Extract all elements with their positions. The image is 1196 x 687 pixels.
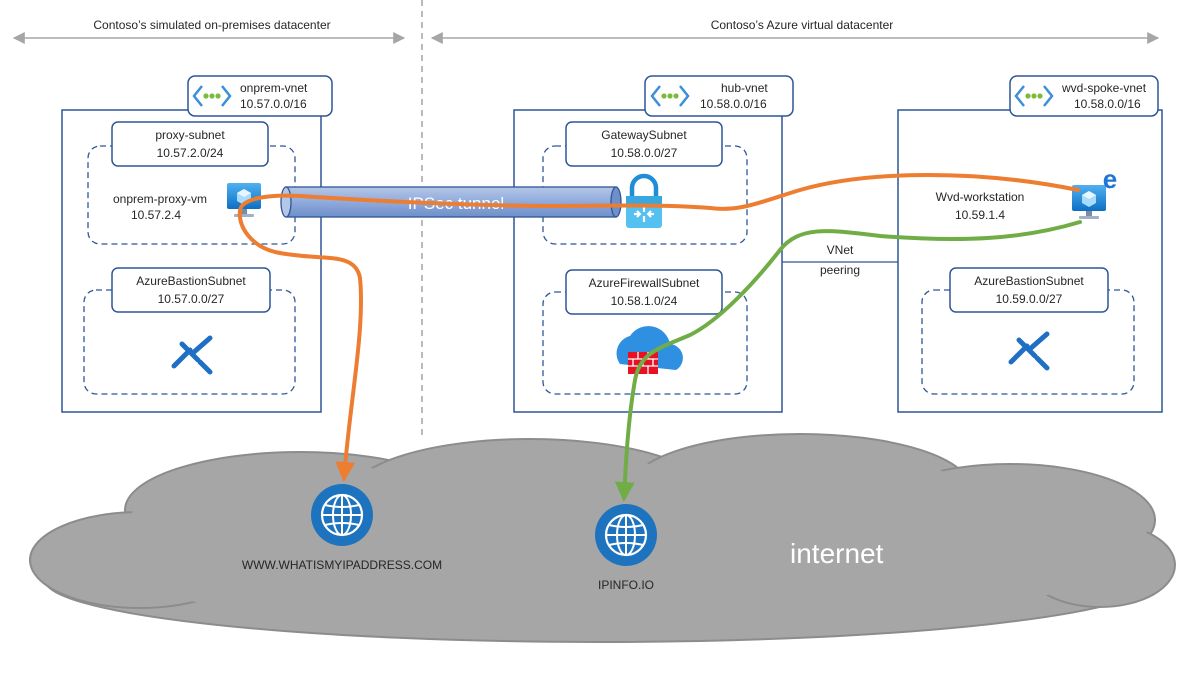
onprem-bastion-subnet-label: AzureBastionSubnet 10.57.0.0/27 bbox=[111, 267, 271, 313]
globe-icon bbox=[593, 502, 659, 568]
svg-text:10.57.2.0/24: 10.57.2.0/24 bbox=[157, 146, 224, 160]
onprem-vnet-label: onprem-vnet 10.57.0.0/16 bbox=[187, 75, 333, 117]
svg-text:onprem-proxy-vm: onprem-proxy-vm bbox=[113, 192, 207, 206]
svg-text:AzureFirewallSubnet: AzureFirewallSubnet bbox=[589, 276, 700, 290]
spoke-bastion-subnet-label: AzureBastionSubnet 10.59.0.0/27 bbox=[949, 267, 1109, 313]
site-ipinfo: IPINFO.IO bbox=[598, 578, 654, 592]
svg-text:Wvd-workstation: Wvd-workstation bbox=[936, 190, 1025, 204]
svg-text:10.58.0.0/16: 10.58.0.0/16 bbox=[700, 97, 767, 111]
region-label-onprem: Contoso’s simulated on-premises datacent… bbox=[12, 14, 406, 44]
workstation-vm-label: Wvd-workstation 10.59.1.4 bbox=[936, 190, 1025, 222]
svg-text:onprem-vnet: onprem-vnet bbox=[240, 81, 308, 95]
proxy-subnet-label: proxy-subnet 10.57.2.0/24 bbox=[111, 121, 269, 167]
svg-text:10.58.0.0/27: 10.58.0.0/27 bbox=[611, 146, 678, 160]
vnet-icon bbox=[188, 80, 236, 112]
svg-text:proxy-subnet: proxy-subnet bbox=[155, 128, 225, 142]
svg-text:10.58.1.0/24: 10.58.1.0/24 bbox=[611, 294, 678, 308]
vnet-peering: VNet peering bbox=[782, 243, 898, 277]
svg-text:AzureBastionSubnet: AzureBastionSubnet bbox=[136, 274, 246, 288]
svg-text:GatewaySubnet: GatewaySubnet bbox=[601, 128, 687, 142]
svg-text:10.58.0.0/16: 10.58.0.0/16 bbox=[1074, 97, 1141, 111]
orange-traffic-path bbox=[237, 173, 1080, 482]
internet-label: internet bbox=[790, 538, 884, 569]
svg-text:10.59.1.4: 10.59.1.4 bbox=[955, 208, 1005, 222]
svg-text:AzureBastionSubnet: AzureBastionSubnet bbox=[974, 274, 1084, 288]
internet-cloud bbox=[29, 433, 1176, 643]
globe-icon bbox=[309, 482, 375, 548]
site-whatismyipaddress: WWW.WHATISMYIPADDRESS.COM bbox=[242, 558, 442, 572]
svg-text:10.59.0.0/27: 10.59.0.0/27 bbox=[996, 292, 1063, 306]
green-traffic-path bbox=[614, 220, 1082, 502]
spoke-vnet-box bbox=[897, 109, 1163, 413]
svg-text:VNet: VNet bbox=[827, 243, 854, 257]
firewall-subnet-label: AzureFirewallSubnet 10.58.1.0/24 bbox=[565, 269, 723, 315]
proxy-vm-label: onprem-proxy-vm 10.57.2.4 bbox=[113, 192, 207, 222]
svg-text:10.57.0.0/16: 10.57.0.0/16 bbox=[240, 97, 307, 111]
hub-vnet-label: hub-vnet 10.58.0.0/16 bbox=[644, 75, 794, 117]
vnet-icon bbox=[646, 80, 694, 112]
vnet-icon bbox=[1010, 80, 1058, 112]
svg-text:peering: peering bbox=[820, 263, 860, 277]
svg-text:10.57.0.0/27: 10.57.0.0/27 bbox=[158, 292, 225, 306]
svg-text:wvd-spoke-vnet: wvd-spoke-vnet bbox=[1061, 81, 1147, 95]
spoke-vnet-label: wvd-spoke-vnet 10.58.0.0/16 bbox=[1009, 75, 1159, 117]
svg-text:e: e bbox=[1103, 164, 1117, 194]
svg-text:hub-vnet: hub-vnet bbox=[721, 81, 768, 95]
region-label-azure: Contoso’s Azure virtual datacenter bbox=[430, 14, 1160, 44]
svg-text:Contoso’s simulated on-premise: Contoso’s simulated on-premises datacent… bbox=[93, 18, 330, 32]
edge-icon: e bbox=[1103, 164, 1117, 194]
svg-text:10.57.2.4: 10.57.2.4 bbox=[131, 208, 181, 222]
gateway-subnet-label: GatewaySubnet 10.58.0.0/27 bbox=[565, 121, 723, 167]
svg-text:Contoso’s Azure virtual datace: Contoso’s Azure virtual datacenter bbox=[711, 18, 894, 32]
